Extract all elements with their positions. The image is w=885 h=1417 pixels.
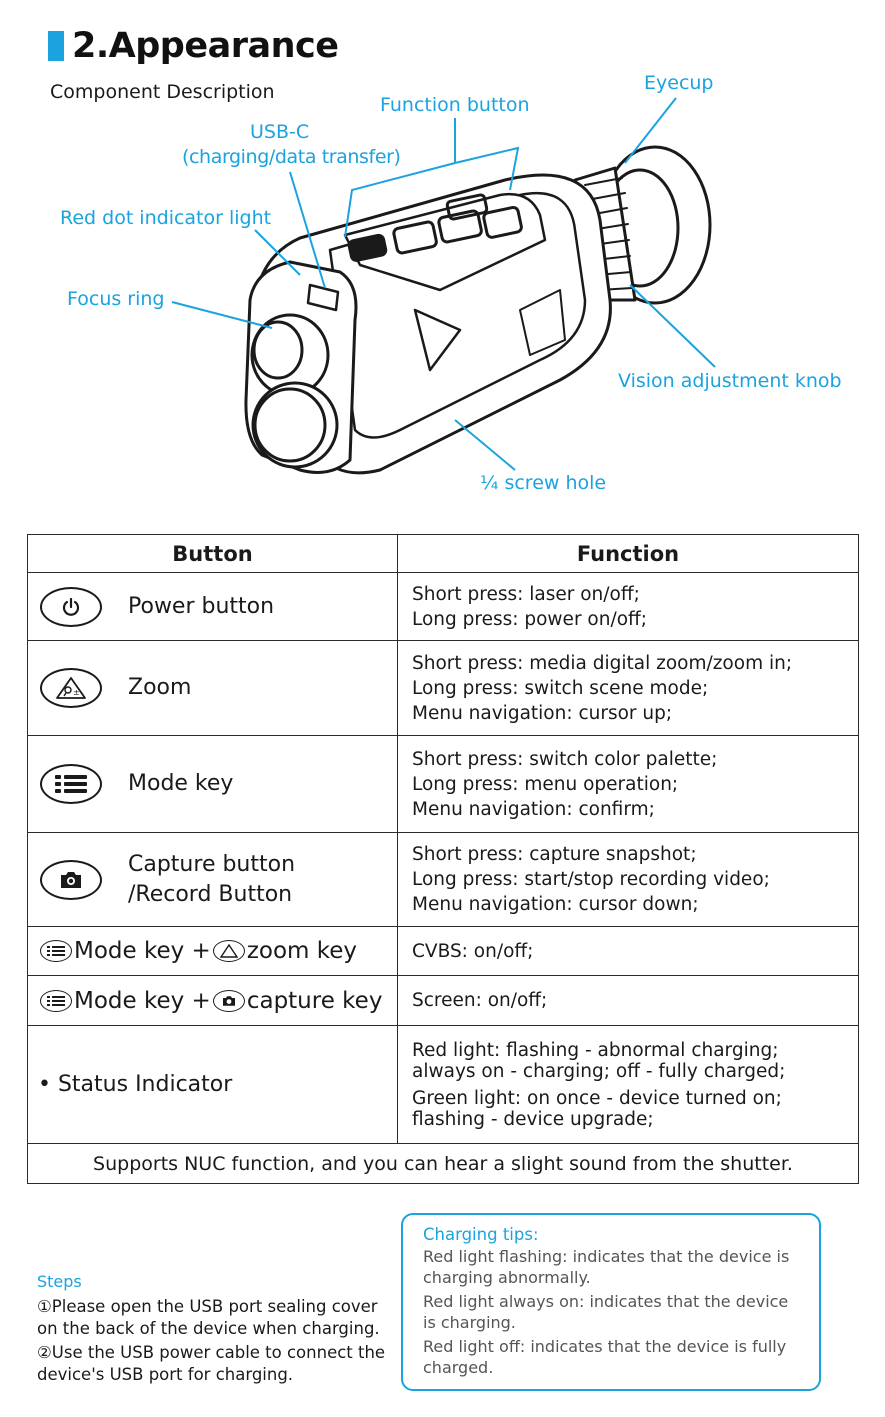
table-row: Mode key + zoom key CVBS: on/off;: [27, 926, 859, 976]
function-line: Green light: on once - device turned on;: [412, 1087, 782, 1109]
page-title: 2.Appearance: [72, 26, 339, 66]
table-row: Capture button /Record Button Short pres…: [27, 832, 859, 927]
page-subtitle: Component Description: [50, 81, 275, 103]
table-row: Mode key Short press: switch color palet…: [27, 735, 859, 833]
list-item: ①Please open the USB port sealing cover …: [37, 1297, 380, 1338]
menu-icon: [40, 989, 72, 1012]
combo-key-text: capture key: [246, 987, 383, 1014]
callout-function-button: Function button: [380, 94, 530, 116]
steps-heading: Steps: [37, 1272, 82, 1291]
svg-text:±: ±: [73, 688, 80, 697]
function-line: Long press: start/stop recording video;: [412, 869, 770, 890]
function-line: Long press: power on/off;: [412, 608, 647, 630]
device-illustration: [171, 97, 716, 475]
menu-icon: [40, 764, 102, 804]
button-name: Zoom: [128, 675, 192, 700]
camera-icon: [212, 989, 245, 1012]
function-line: Red light: flashing - abnormal charging;: [412, 1039, 779, 1061]
steps-list: ①Please open the USB port sealing cover …: [37, 1296, 387, 1388]
column-header-button: Button: [27, 534, 398, 573]
function-line: Short press: switch color palette;: [412, 748, 718, 770]
zoom-icon: ±: [40, 668, 102, 708]
power-icon: [40, 586, 102, 627]
callout-usbc: USB-C: [250, 121, 310, 143]
charging-tips-box: Charging tips: Red light flashing: indic…: [401, 1213, 821, 1391]
function-line: Short press: capture snapshot;: [412, 844, 697, 865]
callout-usbc-detail: (charging/data transfer): [182, 146, 401, 168]
function-line: Menu navigation: confirm;: [412, 798, 655, 820]
callout-eyecup: Eyecup: [644, 72, 714, 94]
zoom-icon: [212, 940, 245, 962]
status-indicator-label: • Status Indicator: [27, 1025, 398, 1144]
callout-screw-hole: ¼ screw hole: [480, 472, 607, 494]
function-line: CVBS: on/off;: [397, 926, 859, 976]
heading-accent-bar: [48, 31, 64, 61]
table-row: ± Zoom Short press: media digital zoom/z…: [27, 640, 859, 736]
menu-icon: [40, 940, 72, 962]
button-name-secondary: /Record Button: [128, 881, 293, 907]
combo-key-text: Mode key +: [74, 938, 211, 964]
callout-red-dot: Red dot indicator light: [60, 207, 272, 229]
charging-tips-heading: Charging tips:: [423, 1225, 539, 1244]
section-heading: 2.Appearance: [48, 26, 339, 66]
nuc-note: Supports NUC function, and you can hear …: [27, 1143, 859, 1184]
function-line: Long press: menu operation;: [412, 773, 679, 795]
combo-key-text: Mode key +: [74, 987, 211, 1014]
callout-vision-knob: Vision adjustment knob: [618, 370, 842, 392]
function-line: always on - charging; off - fully charge…: [412, 1060, 786, 1082]
table-row: Power button Short press: laser on/off; …: [27, 572, 859, 641]
function-line: Screen: on/off;: [397, 975, 859, 1026]
function-line: Long press: switch scene mode;: [412, 677, 709, 699]
function-line: Short press: media digital zoom/zoom in;: [412, 652, 793, 674]
table-row: Supports NUC function, and you can hear …: [27, 1143, 859, 1184]
combo-key-text: zoom key: [246, 938, 358, 964]
list-item: Red light off: indicates that the device…: [423, 1337, 787, 1377]
button-name: Capture button: [128, 851, 296, 877]
list-item: Red light always on: indicates that the …: [423, 1292, 789, 1332]
function-line: Menu navigation: cursor down;: [412, 894, 699, 915]
column-header-function: Function: [397, 534, 859, 573]
function-line: flashing - device upgrade;: [412, 1108, 654, 1130]
table-header-row: Button Function: [27, 534, 859, 573]
button-name: Mode key: [128, 771, 234, 796]
function-line: Short press: laser on/off;: [412, 583, 640, 605]
list-item: ②Use the USB power cable to connect the …: [37, 1343, 386, 1384]
table-row: • Status Indicator Red light: flashing -…: [27, 1025, 859, 1144]
camera-icon: [40, 859, 102, 900]
table-row: Mode key + capture key Screen: on/off;: [27, 975, 859, 1026]
callout-focus-ring: Focus ring: [67, 288, 165, 310]
button-function-table: Button Function Power button Short press…: [27, 534, 859, 1184]
button-name: Power button: [128, 593, 275, 619]
function-line: Menu navigation: cursor up;: [412, 702, 673, 724]
list-item: Red light flashing: indicates that the d…: [423, 1247, 790, 1287]
